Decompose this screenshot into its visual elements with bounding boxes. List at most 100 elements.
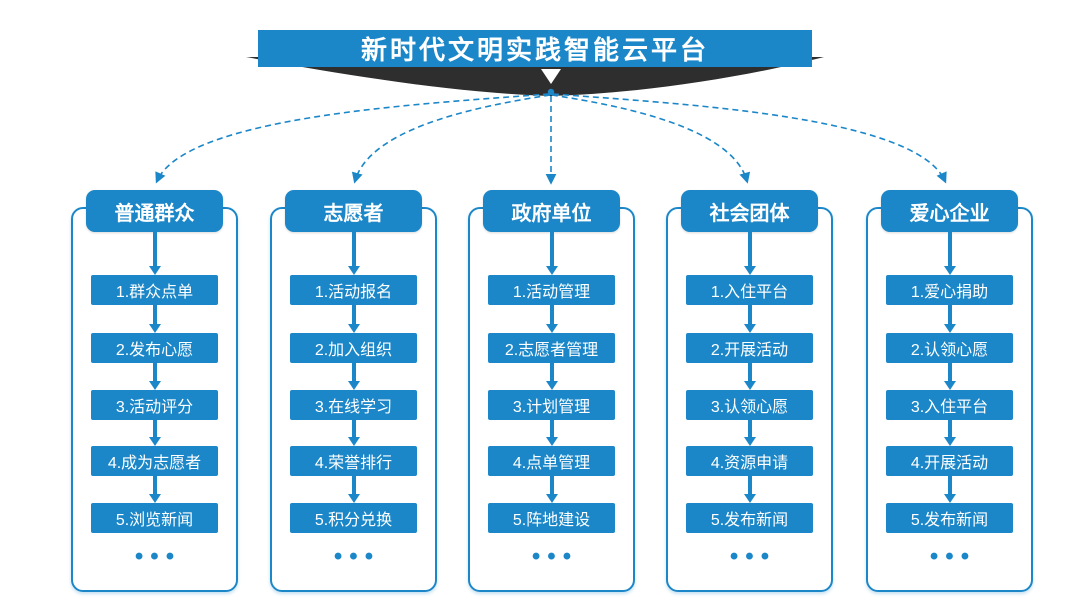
flow-step-label: 2.发布心愿 [115, 342, 194, 359]
flow-step-label: 4.点单管理 [512, 455, 591, 472]
down-arrow-icon [943, 363, 956, 390]
down-arrow-icon [347, 420, 360, 446]
down-arrow-icon [347, 476, 360, 503]
down-arrow-icon [943, 232, 956, 275]
flow-step-label: 4.荣誉排行 [314, 455, 393, 472]
flow-step-label: 5.积分兑换 [314, 512, 393, 529]
role-header: 普通群众 [86, 190, 223, 232]
more-dots: ••• [929, 543, 977, 570]
page-title-banner: 新时代文明实践智能云平台 [258, 30, 812, 67]
role-header-label: 普通群众 [114, 202, 195, 225]
flow-step-label: 2.加入组织 [314, 342, 393, 359]
more-dots: ••• [729, 543, 777, 570]
role-header-label: 社会团体 [709, 202, 790, 225]
connector-line-4 [551, 94, 751, 184]
flow-step: 3.认领心愿 [686, 390, 813, 420]
flow-step: 5.阵地建设 [488, 503, 615, 533]
flow-step: 1.群众点单 [91, 275, 218, 305]
role-column-5: 爱心企业 1.爱心捐助 2.认领心愿 3.入住平台 4.开展活动 5.发布新闻 ••• [866, 190, 1033, 592]
flow-step: 2.发布心愿 [91, 333, 218, 363]
down-arrow-icon [347, 305, 360, 333]
flow-step-label: 2.认领心愿 [910, 342, 989, 359]
flow-step-label: 5.阵地建设 [512, 512, 591, 529]
role-header: 社会团体 [681, 190, 818, 232]
flow-step-label: 1.入住平台 [710, 284, 789, 301]
down-arrow-icon [545, 476, 558, 503]
flow-step: 4.荣誉排行 [290, 446, 417, 476]
down-arrow-icon [148, 232, 161, 275]
flow-step: 5.发布新闻 [886, 503, 1013, 533]
flow-step-label: 2.开展活动 [710, 342, 789, 359]
down-arrow-icon [943, 305, 956, 333]
flow-step-label: 4.资源申请 [710, 455, 789, 472]
flow-step: 4.开展活动 [886, 446, 1013, 476]
role-column-1: 普通群众 1.群众点单 2.发布心愿 3.活动评分 4.成为志愿者 5.浏览新闻 ••• [71, 190, 238, 592]
down-arrow-icon [148, 420, 161, 446]
flow-step: 3.入住平台 [886, 390, 1013, 420]
flow-step: 5.发布新闻 [686, 503, 813, 533]
down-arrow-icon [545, 305, 558, 333]
flow-step: 1.活动报名 [290, 275, 417, 305]
flow-step: 5.浏览新闻 [91, 503, 218, 533]
down-arrow-icon [541, 69, 561, 84]
flow-step: 3.活动评分 [91, 390, 218, 420]
down-arrow-icon [347, 232, 360, 275]
page-title: 新时代文明实践智能云平台 [360, 35, 709, 65]
role-column-3: 政府单位 1.活动管理 2.志愿者管理 3.计划管理 4.点单管理 5.阵地建设 ••• [468, 190, 635, 592]
flow-step-label: 2.志愿者管理 [504, 342, 599, 359]
more-dots: ••• [531, 543, 579, 570]
more-dots: ••• [134, 543, 182, 570]
flow-step: 2.志愿者管理 [488, 333, 615, 363]
connector-line-1 [155, 93, 550, 184]
role-header: 志愿者 [285, 190, 422, 232]
more-dots: ••• [333, 543, 381, 570]
flow-step: 3.在线学习 [290, 390, 417, 420]
flow-step-label: 4.开展活动 [910, 455, 989, 472]
flow-step-label: 3.认领心愿 [710, 399, 789, 416]
flow-step: 4.资源申请 [686, 446, 813, 476]
role-column-4: 社会团体 1.入住平台 2.开展活动 3.认领心愿 4.资源申请 5.发布新闻 ••• [666, 190, 833, 592]
down-arrow-icon [148, 305, 161, 333]
role-header: 政府单位 [483, 190, 620, 232]
flow-step: 1.活动管理 [488, 275, 615, 305]
down-arrow-icon [943, 420, 956, 446]
connector-line-5 [552, 93, 947, 184]
flow-step-label: 5.浏览新闻 [115, 512, 194, 529]
connector-line-2 [351, 94, 551, 184]
down-arrow-icon [743, 232, 756, 275]
flow-step-label: 3.计划管理 [512, 399, 591, 416]
flow-step-label: 1.爱心捐助 [910, 284, 989, 301]
down-arrow-icon [545, 363, 558, 390]
down-arrow-icon [545, 420, 558, 446]
role-column-2: 志愿者 1.活动报名 2.加入组织 3.在线学习 4.荣誉排行 5.积分兑换 ••• [270, 190, 437, 592]
flow-step-label: 3.入住平台 [910, 399, 989, 416]
flow-step-label: 5.发布新闻 [710, 512, 789, 529]
flow-step-label: 1.活动管理 [512, 284, 591, 301]
role-header-label: 爱心企业 [909, 202, 990, 225]
flow-step: 4.成为志愿者 [91, 446, 218, 476]
flow-step: 3.计划管理 [488, 390, 615, 420]
flow-step-label: 1.活动报名 [314, 284, 393, 301]
down-arrow-icon [545, 232, 558, 275]
flow-step-label: 4.成为志愿者 [107, 455, 202, 472]
down-arrow-icon [743, 420, 756, 446]
flow-step-label: 1.群众点单 [115, 284, 194, 301]
flow-step-label: 5.发布新闻 [910, 512, 989, 529]
flow-step: 2.认领心愿 [886, 333, 1013, 363]
down-arrow-icon [148, 363, 161, 390]
role-header-label: 志愿者 [323, 202, 384, 225]
hub-dot [547, 88, 555, 96]
down-arrow-icon [347, 363, 360, 390]
flow-step: 2.开展活动 [686, 333, 813, 363]
flow-step: 2.加入组织 [290, 333, 417, 363]
down-arrow-icon [743, 476, 756, 503]
flow-step: 5.积分兑换 [290, 503, 417, 533]
down-arrow-icon [743, 363, 756, 390]
role-header: 爱心企业 [881, 190, 1018, 232]
down-arrow-icon [743, 305, 756, 333]
flow-step-label: 3.在线学习 [314, 399, 393, 416]
down-arrow-icon [148, 476, 161, 503]
flow-step-label: 3.活动评分 [115, 399, 194, 416]
role-header-label: 政府单位 [511, 202, 592, 225]
